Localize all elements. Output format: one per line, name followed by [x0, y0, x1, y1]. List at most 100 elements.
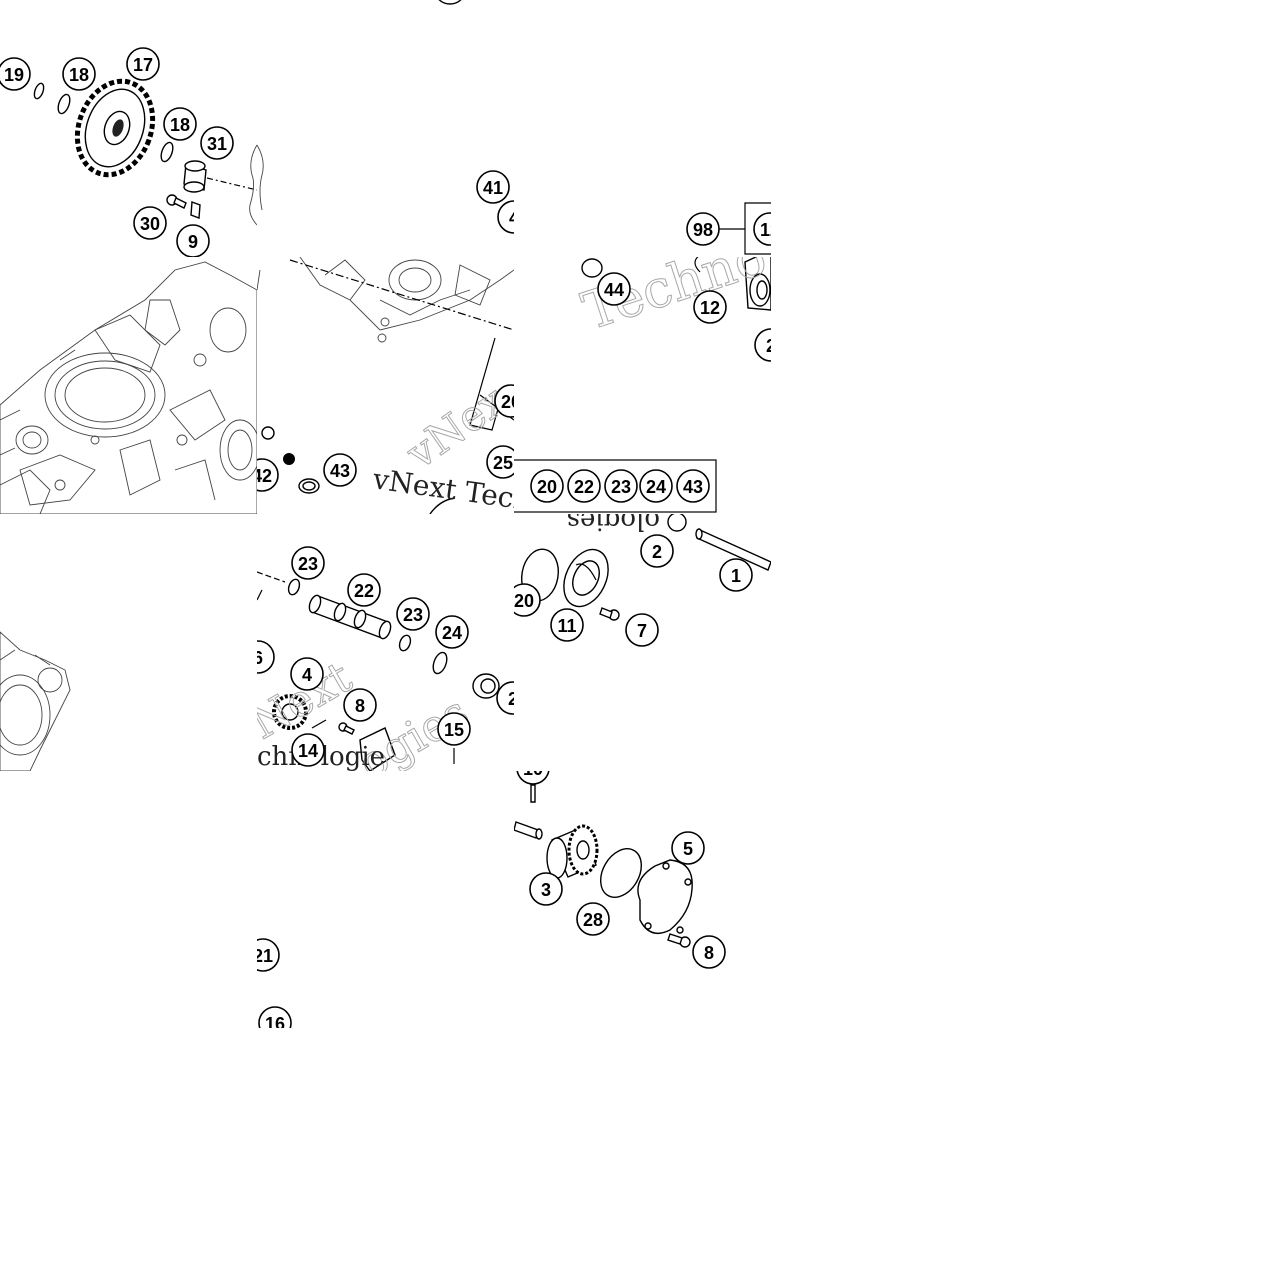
callout-circle: [126, 47, 160, 81]
pin: [190, 201, 201, 219]
callout-number: 9: [188, 232, 198, 252]
tile-top-center: [257, 0, 462, 211]
part-callout-23: 23: [396, 597, 430, 631]
callout-number: 23: [403, 605, 423, 625]
part-callout-18: 18: [62, 57, 96, 91]
callout-number: 44: [604, 280, 624, 300]
callout-circle: [639, 469, 673, 503]
callout-number: 21: [253, 946, 273, 966]
part-callout-5: 5: [671, 831, 705, 865]
callout-number: 12: [760, 220, 780, 240]
part-callout-23: 23: [291, 546, 325, 580]
part-callout-10: 10: [516, 771, 550, 785]
part-callout-2: 2: [754, 328, 776, 362]
callout-circle: [258, 1006, 292, 1028]
callout-circle: [291, 733, 325, 767]
part-callout-12: 12: [693, 290, 727, 324]
part-callout-98: 98: [686, 212, 720, 246]
part-callout-15: 15: [437, 712, 471, 746]
callout-circle: [529, 872, 563, 906]
callout-number: 17: [133, 55, 153, 75]
callout-number: 30: [140, 214, 160, 234]
callout-circle: [496, 681, 514, 715]
part-callout-6: 6: [257, 640, 275, 674]
callout-number: 41: [483, 178, 503, 198]
shaft: [183, 160, 257, 193]
callout-number: 4: [509, 208, 519, 228]
callout-circle: [200, 126, 234, 160]
long-shaft: [695, 528, 771, 571]
callout-number: 2: [652, 542, 662, 562]
bearing: [472, 673, 500, 699]
pump-cover: [637, 859, 693, 934]
callout-circle: [257, 938, 280, 972]
part-callout-11: 11: [550, 608, 584, 642]
callout-number: 2: [766, 336, 776, 356]
part-callout-25: 25: [486, 445, 514, 479]
part-callout-44: 44: [597, 272, 631, 306]
callout-number: 16: [265, 1014, 285, 1034]
callout-circle: [604, 469, 638, 503]
callout-number: 15: [444, 720, 464, 740]
part-callout-2: 2: [496, 681, 518, 715]
callout-circle: [550, 608, 584, 642]
callout-circle: [347, 573, 381, 607]
part-callout-21: 21: [253, 938, 280, 972]
callout-circle: [640, 534, 674, 568]
callout-circle: [516, 771, 550, 785]
callout-circle: [291, 546, 325, 580]
part-callout-41: 41: [476, 170, 510, 204]
callout-number: 22: [574, 477, 594, 497]
callout-number: 11: [557, 616, 576, 636]
callout-number: 20: [501, 392, 521, 412]
crankcase-fragment: [0, 631, 71, 771]
part-callout-43: 43: [323, 453, 357, 487]
bolt: [599, 607, 620, 621]
callout-number: 4: [302, 665, 312, 685]
callout-number: 24: [646, 477, 666, 497]
callout-circle: [514, 583, 541, 617]
callout-number: 2: [508, 689, 518, 709]
callout-number: 24: [442, 623, 462, 643]
part-callout-8: 8: [343, 688, 377, 722]
cover-plate: [359, 727, 396, 771]
part-callout-8: 8: [692, 935, 726, 969]
kit-reference-box: [514, 459, 717, 513]
callout-circle: [497, 200, 514, 234]
callout-circle: [754, 328, 771, 362]
bolt: [338, 722, 355, 735]
callout-circle: [163, 107, 197, 141]
impeller: [546, 824, 599, 879]
callout-circle: [693, 290, 727, 324]
callout-circle: [257, 640, 275, 674]
part-callout-19: 19: [0, 57, 31, 91]
callout-circle: [476, 170, 510, 204]
callout-number: 23: [298, 554, 318, 574]
part-callout-22: 22: [567, 469, 601, 503]
callout-circle: [576, 902, 610, 936]
callout-number: 8: [704, 943, 714, 963]
o-ring: [398, 634, 412, 652]
callout-number: 18: [69, 65, 89, 85]
callout-number: 20: [537, 477, 557, 497]
part-callout-20: 20: [494, 384, 521, 418]
pump-housing: [563, 548, 609, 608]
tile-sprocket: [33, 78, 257, 226]
o-ring-small: [33, 82, 45, 100]
part-callout-4: 4: [290, 657, 324, 691]
callout-circle: [437, 712, 471, 746]
pin: [514, 821, 543, 840]
part-callout-20: 20: [530, 469, 564, 503]
callout-circle: [133, 206, 167, 240]
callout-circle: [486, 445, 514, 479]
o-ring-large: [600, 848, 642, 898]
part-callout-17: 17: [126, 47, 160, 81]
callout-number: 43: [683, 477, 703, 497]
callout-number: 22: [354, 581, 374, 601]
part-callout-20: 20: [514, 583, 541, 617]
callout-circle: [676, 469, 710, 503]
callout-number: 8: [355, 696, 365, 716]
part-callout-12: 12: [753, 212, 780, 246]
